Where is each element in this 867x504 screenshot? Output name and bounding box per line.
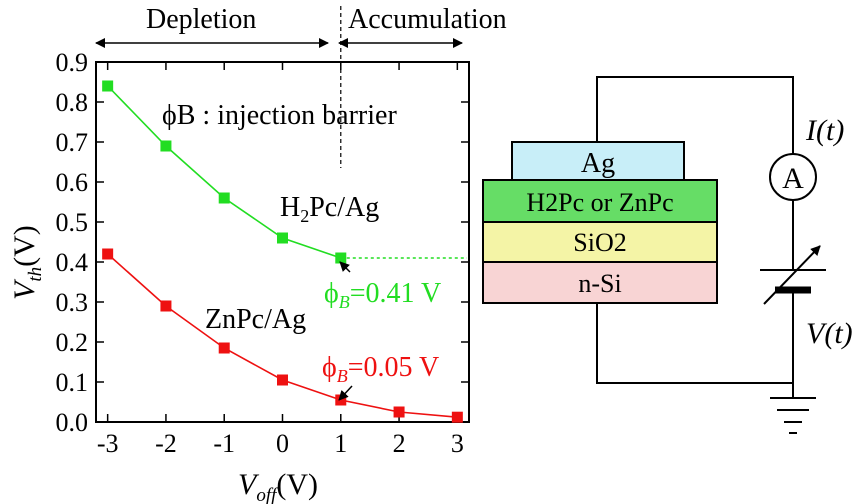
voltage-label: V(t) (806, 317, 853, 350)
x-tick-label: 2 (393, 429, 406, 458)
x-tick-label: 1 (334, 429, 347, 458)
layer-phthalocyanine (482, 179, 718, 223)
chart: 0.0 0.1 0.2 0.3 0.4 0.5 0.6 0.7 0.8 0.9 -3 -2 -1 0 1 2… (8, 4, 507, 504)
layer-n-si-label: n-Si (578, 269, 621, 298)
data-point (451, 411, 463, 423)
y-tick-label: 0.6 (56, 168, 89, 197)
data-point (277, 374, 288, 386)
y-axis-ticks: 0.0 0.1 0.2 0.3 0.4 0.5 0.6 0.7 0.8 0.9 (56, 48, 469, 437)
bottom-wire (596, 303, 793, 384)
y-tick-label: 0.0 (56, 408, 89, 437)
layer-ag-label: Ag (581, 148, 615, 179)
x-tick-label: 3 (451, 429, 464, 458)
data-point (335, 394, 347, 406)
current-label: I(t) (805, 114, 844, 147)
y-tick-label: 0.5 (56, 208, 89, 237)
ammeter-icon (769, 153, 817, 201)
x-tick-label: -2 (155, 429, 177, 458)
data-point (102, 248, 114, 260)
x-tick-label: -1 (213, 429, 235, 458)
x-axis-ticks: -3 -2 -1 0 1 2 3 (97, 62, 464, 458)
data-point (160, 300, 172, 312)
y-axis-label: Vth(V) (8, 225, 46, 300)
x-tick-label: 0 (276, 429, 289, 458)
data-point (160, 140, 172, 152)
barrier-note: ϕB : injection barrier (162, 100, 397, 131)
data-point (102, 80, 114, 92)
ground-icon (770, 397, 816, 434)
y-tick-label: 0.9 (56, 48, 89, 77)
top-wire (596, 76, 794, 155)
variable-voltage-source-icon (760, 245, 826, 305)
series-layer (102, 80, 463, 423)
y-tick-label: 0.8 (56, 88, 89, 117)
depletion-label: Depletion (146, 4, 256, 35)
phi-h2pc-pointer (339, 261, 351, 273)
znpc-label: ZnPc/Ag (205, 304, 306, 335)
y-tick-label: 0.7 (56, 128, 89, 157)
x-axis-label: Voff(V) (238, 468, 318, 504)
y-tick-label: 0.2 (56, 328, 89, 357)
data-point (393, 406, 405, 418)
layer-n-si (482, 261, 718, 304)
phi-znpc-annotation: ϕB=0.05 V (322, 352, 439, 386)
phi-znpc-pointer (338, 385, 353, 401)
y-tick-label: 0.1 (56, 368, 89, 397)
layer-sio2 (482, 221, 718, 263)
h2pc-label: H2Pc/Ag (280, 192, 379, 226)
layer-phthalocyanine-label: H2Pc or ZnPc (526, 188, 673, 217)
x-tick-label: -3 (97, 429, 119, 458)
data-point (218, 192, 230, 204)
layer-sio2-label: SiO2 (573, 228, 626, 257)
data-point (218, 342, 230, 354)
phi-h2pc-annotation: ϕB=0.41 V (324, 278, 441, 312)
device-schematic: Ag H2Pc or ZnPc SiO2 n-Si A I(t) V(t) (482, 76, 853, 434)
data-point (277, 232, 288, 244)
ammeter-symbol: A (782, 162, 804, 195)
y-tick-label: 0.4 (56, 248, 89, 277)
y-tick-label: 0.3 (56, 288, 89, 317)
accumulation-label: Accumulation (348, 4, 507, 35)
